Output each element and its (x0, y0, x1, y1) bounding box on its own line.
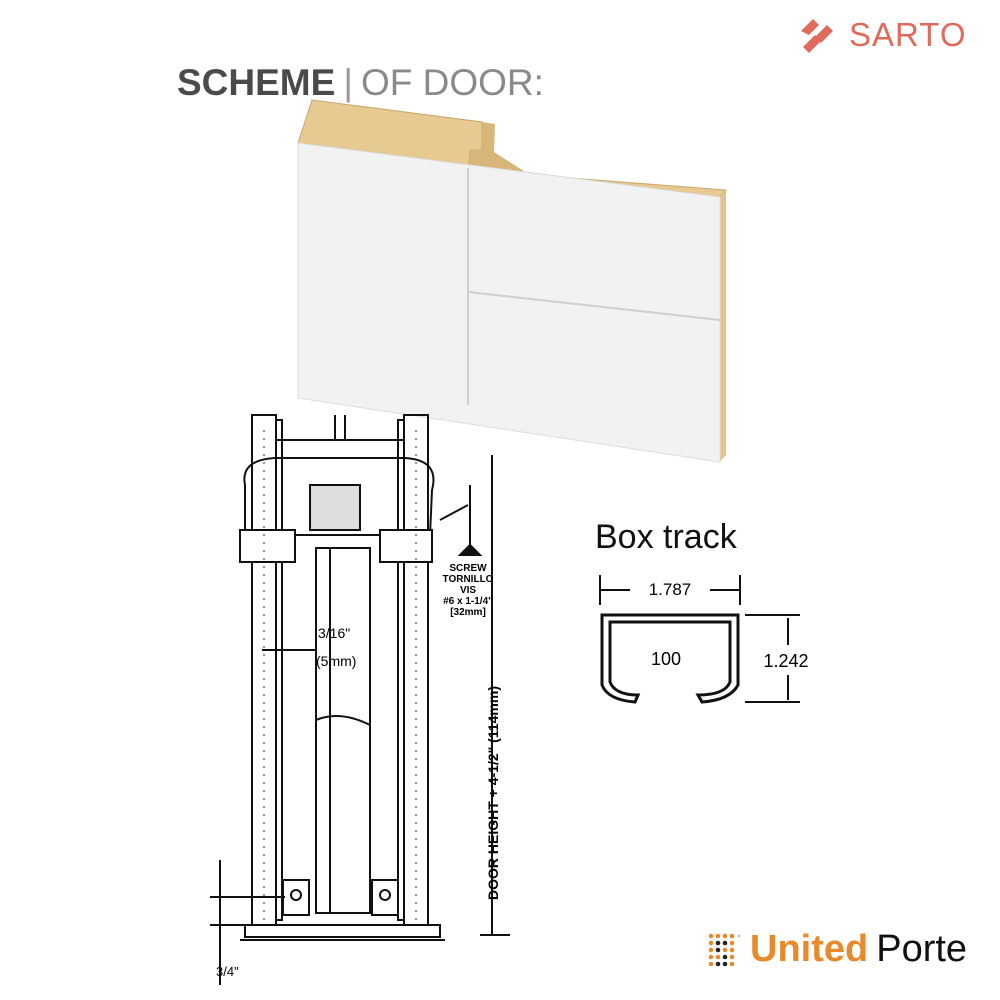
box-track-inner: 100 (651, 649, 681, 669)
dot-grid-logo-icon (708, 933, 740, 966)
screw-label-4: #6 x 1-1/4" (443, 596, 493, 607)
box-track-drawing: 1.787 100 1.242 (599, 575, 809, 704)
gap-label: 3/16" (318, 625, 350, 641)
screw-label-5: [32mm] (450, 607, 486, 618)
screw-label-1: SCREW (449, 563, 487, 574)
brand-name: SARTO (849, 16, 967, 53)
screw-label-3: VIS (460, 585, 476, 596)
page-title: SCHEME|OF DOOR: (177, 62, 544, 104)
title-light: OF DOOR: (360, 62, 544, 103)
door-height-label: DOOR HEIGHT + 4-1/2" (114mm) (485, 686, 501, 900)
screw-label-2: TORNILLO (443, 574, 494, 585)
title-bold: SCHEME (177, 62, 336, 103)
box-track-label: Box track (595, 518, 737, 556)
logo-united: United (750, 928, 869, 970)
sarto-logo-icon (801, 19, 833, 53)
logo-porte: Porte (876, 928, 968, 970)
box-track-height: 1.242 (763, 651, 808, 671)
floor-gap-label: 3/4" (216, 964, 239, 979)
gap-mm-label: (5mm) (316, 653, 356, 669)
box-track-width: 1.787 (649, 580, 692, 599)
sarto-logo: SARTO (795, 10, 985, 60)
title-separator: | (343, 62, 353, 103)
